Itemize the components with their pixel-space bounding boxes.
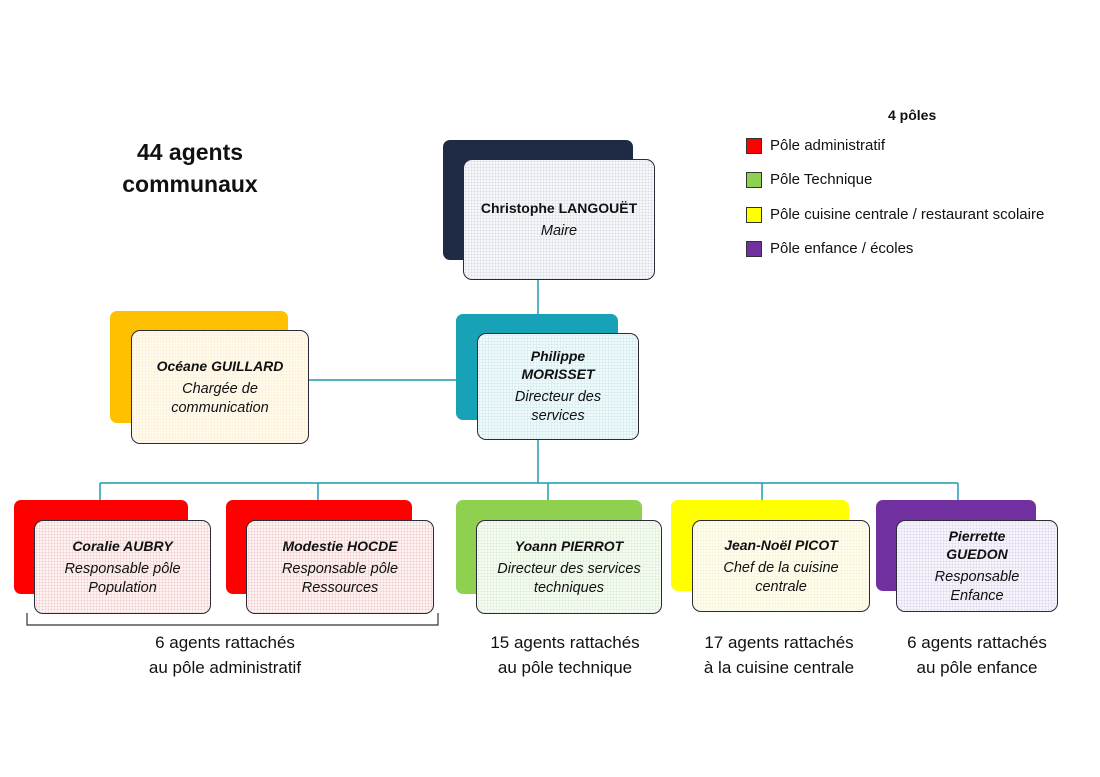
total-agents-line1: 44 agents — [136, 139, 244, 165]
pierrot-name: Yoann PIERROT — [514, 537, 624, 554]
caption-cuisine-line2: à la cuisine centrale — [703, 658, 855, 677]
guedon-card: Pierrette GUEDON Responsable Enfance — [896, 520, 1058, 612]
picot-name: Jean-Noël PICOT — [724, 536, 838, 553]
aubry-role: Responsable pôle Population — [64, 560, 181, 596]
legend-item-tech: Pôle Technique — [746, 171, 872, 188]
caption-tech-line2: au pôle technique — [497, 658, 633, 677]
total-agents: 44 agents communaux — [95, 136, 285, 200]
legend-item-enfance: Pôle enfance / écoles — [746, 240, 913, 257]
dgs-name: Philippe MORISSET — [521, 348, 595, 382]
caption-tech-line1: 15 agents rattachés — [490, 633, 640, 652]
maire-card: Christophe LANGOUËT Maire — [463, 159, 655, 280]
caption-admin: 6 agents rattachés au pôle administratif — [110, 630, 340, 680]
legend-label-admin: Pôle administratif — [770, 137, 886, 154]
com-name: Océane GUILLARD — [156, 357, 284, 374]
maire-name: Christophe LANGOUËT — [480, 199, 638, 216]
guedon-role: Responsable Enfance — [934, 568, 1020, 604]
guedon-name: Pierrette GUEDON — [946, 527, 1008, 562]
total-agents-line2: communaux — [122, 171, 258, 197]
caption-tech: 15 agents rattachés au pôle technique — [450, 630, 680, 680]
caption-cuisine: 17 agents rattachés à la cuisine central… — [664, 630, 894, 680]
dgs-role: Directeur des services — [514, 389, 602, 424]
aubry-card: Coralie AUBRY Responsable pôle Populatio… — [34, 520, 211, 614]
legend-label-cuisine: Pôle cuisine centrale / restaurant scola… — [770, 206, 1045, 223]
aubry-name: Coralie AUBRY — [72, 537, 173, 554]
picot-role: Chef de la cuisine centrale — [723, 559, 839, 595]
caption-enfance: 6 agents rattachés au pôle enfance — [862, 630, 1092, 680]
legend-swatch-admin — [746, 137, 762, 154]
com-role: Chargée de communication — [171, 380, 269, 416]
legend-title: 4 pôles — [888, 107, 937, 123]
legend-swatch-cuisine — [746, 206, 762, 223]
legend-swatch-tech — [746, 171, 762, 188]
legend-label-enfance: Pôle enfance / écoles — [770, 240, 914, 257]
com-card: Océane GUILLARD Chargée de communication — [131, 330, 309, 444]
hocde-card: Modestie HOCDE Responsable pôle Ressourc… — [246, 520, 434, 614]
maire-role: Maire — [540, 222, 578, 239]
caption-cuisine-line1: 17 agents rattachés — [704, 633, 854, 652]
caption-admin-line2: au pôle administratif — [148, 658, 302, 677]
legend-swatch-enfance — [746, 240, 762, 257]
pierrot-role: Directeur des services techniques — [497, 560, 641, 596]
legend-item-cuisine: Pôle cuisine centrale / restaurant scola… — [746, 206, 1044, 223]
hocde-name: Modestie HOCDE — [282, 537, 398, 554]
admin-bracket — [26, 613, 439, 626]
pierrot-card: Yoann PIERROT Directeur des services tec… — [476, 520, 662, 614]
legend-label-tech: Pôle Technique — [770, 171, 873, 188]
legend-item-admin: Pôle administratif — [746, 137, 885, 154]
caption-enfance-line2: au pôle enfance — [916, 658, 1038, 677]
caption-enfance-line1: 6 agents rattachés — [907, 633, 1047, 652]
caption-admin-line1: 6 agents rattachés — [155, 633, 295, 652]
picot-card: Jean-Noël PICOT Chef de la cuisine centr… — [692, 520, 870, 612]
hocde-role: Responsable pôle Ressources — [281, 560, 399, 596]
dgs-card: Philippe MORISSET Directeur des services — [477, 333, 639, 440]
